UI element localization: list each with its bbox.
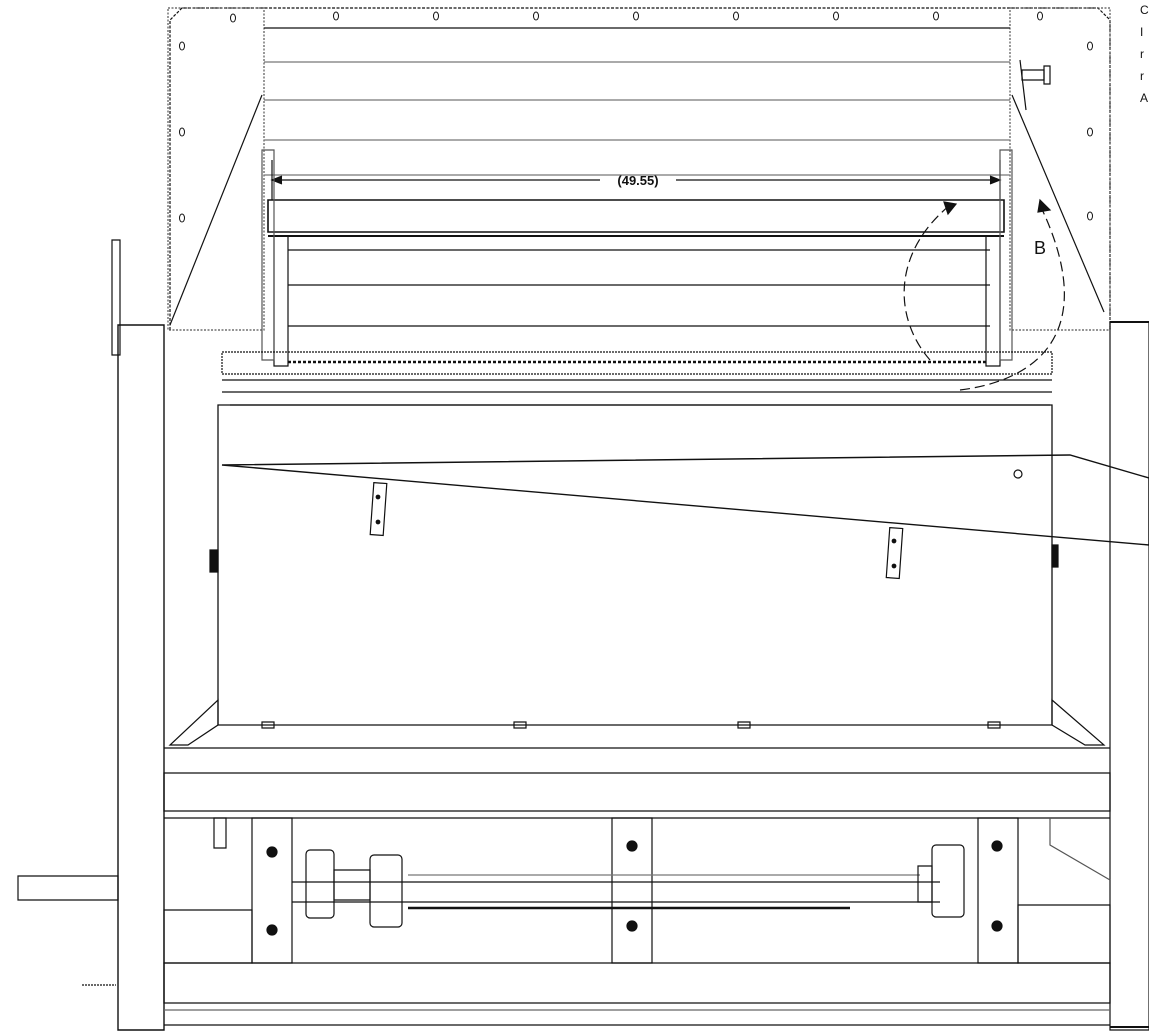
deflector-plate	[222, 455, 1149, 578]
arrow-head-right	[1038, 200, 1050, 212]
lower-base	[18, 748, 1110, 1025]
rotation-arrows	[904, 205, 1064, 390]
svg-text:I: I	[1140, 25, 1143, 39]
arrow-head-left	[944, 202, 956, 214]
svg-text:r: r	[1140, 69, 1144, 83]
panel-feet	[262, 722, 1000, 728]
left-shaft	[18, 876, 118, 900]
left-bracket	[170, 700, 218, 745]
right-support-rod	[1012, 95, 1104, 312]
pulley-1	[306, 850, 334, 918]
base-bottom-rail	[164, 963, 1110, 1003]
base-top-rail	[164, 773, 1110, 811]
right-upright	[986, 236, 1000, 366]
back-panel-outline	[170, 8, 1110, 330]
upper-housing	[168, 8, 1110, 330]
left-side-plate	[112, 240, 120, 355]
view-label: B	[1034, 238, 1046, 258]
corner-notes: C I r r A	[1140, 3, 1149, 105]
pulley-2	[370, 855, 402, 927]
right-side-panel	[1010, 8, 1110, 330]
left-lower-box	[164, 910, 252, 963]
post-2	[612, 818, 652, 963]
dimension-label: (49.55)	[617, 173, 658, 188]
post-3	[978, 818, 1018, 963]
post-bolts	[267, 841, 1002, 935]
roller-frame	[222, 150, 1052, 405]
right-bracket	[1052, 700, 1104, 745]
tab-right	[886, 528, 902, 579]
left-bumper	[210, 550, 218, 572]
bottom-rail	[222, 352, 1052, 374]
main-body	[112, 240, 1149, 1030]
top-bolt-row	[179, 11, 1093, 223]
left-support-rod	[170, 95, 262, 325]
left-column	[118, 325, 164, 1030]
right-bumper	[1052, 545, 1058, 567]
post-1	[252, 818, 292, 963]
pulley-3	[932, 845, 964, 917]
right-lower-box	[1018, 905, 1110, 963]
svg-text:A: A	[1140, 91, 1148, 105]
top-bar	[268, 200, 1004, 232]
right-knob	[1020, 60, 1050, 110]
tab-left	[370, 483, 387, 536]
svg-text:r: r	[1140, 47, 1144, 61]
svg-text:C: C	[1140, 3, 1149, 17]
right-column	[1110, 322, 1149, 1030]
left-side-panel	[168, 8, 264, 330]
deflector-hole	[1014, 470, 1022, 478]
left-upright	[274, 236, 288, 366]
center-panel	[218, 405, 1052, 725]
